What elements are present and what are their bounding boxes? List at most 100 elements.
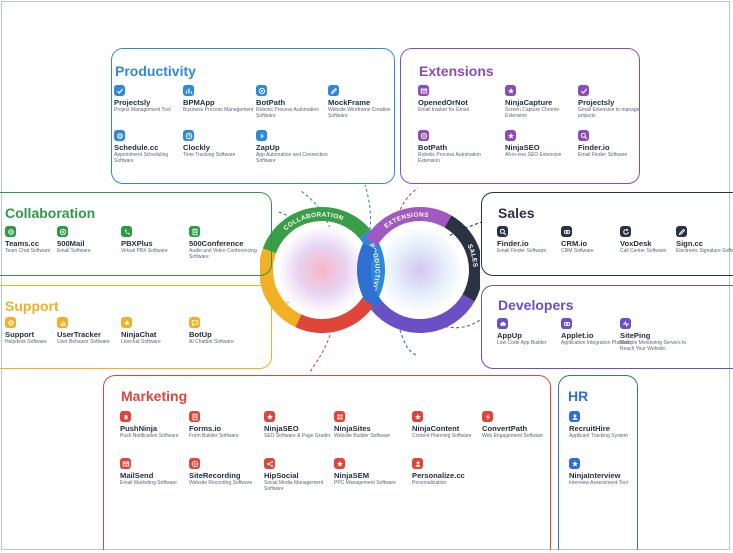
product-description: Form Builder Software bbox=[189, 433, 239, 439]
pen-icon bbox=[676, 226, 687, 237]
product-description: User Behavior Software bbox=[57, 339, 110, 345]
product-name: NinjaSites bbox=[334, 424, 371, 433]
product-description: Personalization bbox=[412, 480, 447, 486]
link-icon bbox=[561, 226, 572, 237]
product-description: Gmail Extension to manage projects bbox=[578, 107, 640, 119]
star-icon bbox=[505, 130, 516, 141]
product-description: Project Management Tool bbox=[114, 107, 171, 113]
star-icon bbox=[412, 411, 423, 422]
product-description: Website Builder Software bbox=[334, 433, 391, 439]
product-name: UserTracker bbox=[57, 330, 101, 339]
product-name: BPMApp bbox=[183, 98, 215, 107]
product-name: 500Mail bbox=[57, 239, 85, 248]
product-name: Schedule.cc bbox=[114, 143, 159, 152]
grid-icon bbox=[334, 411, 345, 422]
product-name: Finder.io bbox=[578, 143, 610, 152]
product-name: NinjaSEO bbox=[505, 143, 540, 152]
star-icon bbox=[121, 317, 132, 328]
product-description: Social Media Management Software bbox=[264, 480, 324, 492]
share-icon bbox=[264, 458, 275, 469]
product-name: MockFrame bbox=[328, 98, 371, 107]
phone-icon bbox=[121, 226, 132, 237]
developers-title: Developers bbox=[498, 297, 574, 313]
marketing-section: Marketing bbox=[103, 375, 551, 550]
product-description: Website Recording Software bbox=[189, 480, 253, 486]
productivity-section: Productivity bbox=[111, 48, 395, 184]
product-description: Business Process Management bbox=[183, 107, 254, 113]
product-name: Projectsly bbox=[114, 98, 151, 107]
product-name: NinjaContent bbox=[412, 424, 460, 433]
pulse-icon bbox=[620, 318, 631, 329]
product-name: VoxDesk bbox=[620, 239, 652, 248]
at-icon bbox=[57, 226, 68, 237]
ring-label-text: HR bbox=[275, 283, 283, 294]
product-name: Personalize.cc bbox=[412, 471, 465, 480]
product-name: BotUp bbox=[189, 330, 212, 339]
product-description: Application Integration Platform bbox=[561, 340, 631, 346]
product-description: Interview Assessment Tool bbox=[569, 480, 628, 486]
product-description: AI Chatbot Software bbox=[189, 339, 234, 345]
product-name: MailSend bbox=[120, 471, 154, 480]
product-description: Helpdesk Software bbox=[5, 339, 47, 345]
product-name: ConvertPath bbox=[482, 424, 528, 433]
product-name: SitePing bbox=[620, 331, 651, 340]
product-name: Sign.cc bbox=[676, 239, 704, 248]
collaboration-title: Collaboration bbox=[5, 205, 96, 221]
product-description: App Automation and Connection Software bbox=[256, 152, 328, 164]
star-icon bbox=[505, 85, 516, 96]
play-icon bbox=[189, 458, 200, 469]
product-description: Content Planning Software bbox=[412, 433, 472, 439]
collaboration-section: Collaboration bbox=[0, 192, 272, 276]
product-name: ZapUp bbox=[256, 143, 280, 152]
product-description: Virtual PBX Software bbox=[121, 248, 168, 254]
product-name: 500Conference bbox=[189, 239, 244, 248]
product-description: Electronic Signature Software bbox=[676, 248, 733, 254]
hr-section: HR bbox=[558, 375, 638, 550]
product-name: Teams.cc bbox=[5, 239, 40, 248]
product-description: All-in-one SEO Extension bbox=[505, 152, 562, 158]
product-description: Time Tracking Software bbox=[183, 152, 236, 158]
ring-segment-collaboration bbox=[262, 207, 371, 254]
